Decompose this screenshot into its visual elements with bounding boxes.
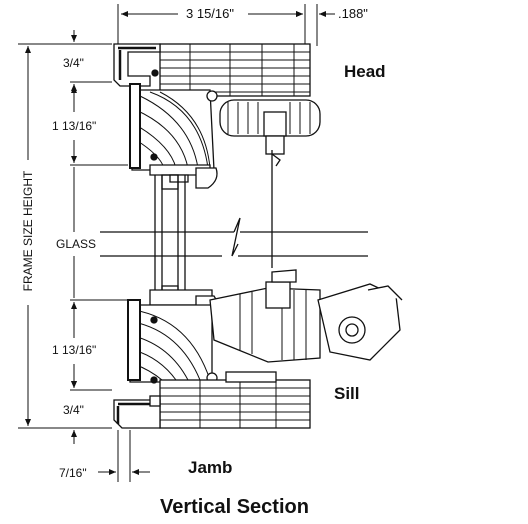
- sill-assembly: [113, 269, 403, 429]
- sill-label: Sill: [334, 384, 360, 403]
- head-label: Head: [344, 62, 386, 81]
- top-width-dimension: [117, 4, 335, 46]
- dim-jamb-width-label: 7/16": [59, 466, 87, 480]
- dim-head-sash-label: 1 13/16": [52, 119, 97, 133]
- left-dimension-chain: [70, 30, 128, 444]
- page-title: Vertical Section: [160, 496, 309, 518]
- dim-sill-sash-label: 1 13/16": [52, 343, 97, 357]
- dim-bottom-sill-label: 3/4": [63, 403, 84, 417]
- top-width-label: 3 15/16": [186, 6, 234, 21]
- frame-size-height-label: FRAME SIZE HEIGHT: [21, 170, 35, 292]
- glass-panel: [100, 150, 368, 301]
- glass-label: GLASS: [56, 237, 97, 251]
- jamb-width-dimension: [98, 430, 150, 482]
- top-offset-label: .188": [338, 6, 368, 21]
- head-assembly: [113, 43, 321, 189]
- jamb-label: Jamb: [188, 458, 233, 477]
- dim-top-head-label: 3/4": [63, 56, 84, 70]
